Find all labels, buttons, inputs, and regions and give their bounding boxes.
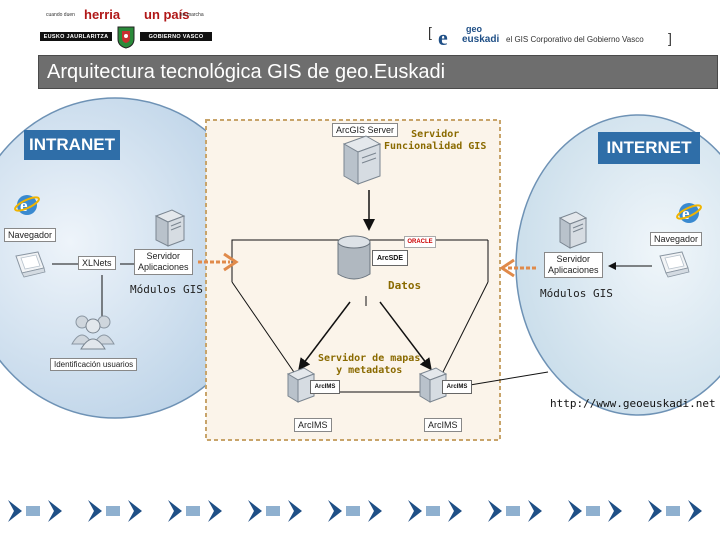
geoeuskadi-logo-icon: e [438, 24, 466, 50]
link-right-diag [439, 281, 489, 379]
map-server-label: Servidor de mapas y metadatos [318, 353, 421, 376]
server-icon-intranet [152, 208, 186, 248]
ie-icon-internet: e [676, 200, 702, 226]
internet-modules-label: Módulos GIS [540, 287, 613, 300]
geo-logo-bottom: euskadi [462, 34, 500, 45]
server-icon-internet [556, 210, 588, 250]
internet-title: INTERNET [606, 138, 692, 157]
ie-icon-intranet: e [14, 192, 40, 218]
gov-bar-right: GOBIERNO VASCO [140, 32, 212, 41]
arcims-left-label: ArcIMS [294, 418, 332, 432]
arcims-tag-left: ArcIMS [310, 380, 340, 394]
gov-bar-left: EUSKO JAURLARITZA [40, 32, 112, 41]
arcsde-box: ArcSDE [372, 250, 408, 266]
internet-zone [515, 114, 720, 416]
tagline: el GIS Corporativo del Gobierno Vasco [506, 35, 644, 44]
coat-of-arms-icon [116, 25, 136, 49]
link-left-top [231, 239, 236, 282]
server-icon-functional [340, 134, 384, 186]
intranet-title-box: INTRANET [24, 130, 120, 160]
monitor-icon-intranet [12, 250, 48, 278]
svg-text:e: e [20, 196, 28, 215]
arcims-tag-right: ArcIMS [442, 380, 472, 394]
xlnets-label: XLNets [78, 256, 116, 270]
intranet-modules-label: Módulos GIS [130, 283, 203, 296]
users-icon [70, 312, 116, 350]
arcims-right-label: ArcIMS [424, 418, 462, 432]
intranet-title: INTRANET [29, 135, 115, 154]
internet-title-box: INTERNET [598, 132, 700, 164]
svg-text:e: e [682, 204, 690, 223]
monitor-icon-internet [656, 250, 692, 278]
svg-text:e: e [438, 25, 448, 48]
arcsde-label: ArcSDE [376, 254, 404, 262]
arrow-to-internet [499, 258, 536, 278]
arcims-tag-left-label: ArcIMS [314, 384, 336, 390]
data-label: Datos [388, 279, 422, 292]
arrow-to-intranet [198, 252, 239, 272]
bracket-left: [ [428, 24, 432, 40]
gov-right-label: GOBIERNO VASCO [148, 33, 204, 40]
intranet-browser-label: Navegador [4, 228, 57, 242]
intranet-appserver-label: Servidor Aplicaciones [134, 249, 193, 275]
slogan-left: cuando duen [46, 12, 75, 18]
users-label: Identificación usuarios [50, 358, 138, 371]
slogan-right: en marcha [180, 12, 204, 18]
oracle-label: ORACLE [407, 239, 433, 245]
page-title-bar: Arquitectura tecnológica GIS de geo.Eusk… [38, 55, 718, 89]
internet-url-link[interactable]: http://www.geoeuskadi.net [550, 397, 716, 410]
geo-logo-top: geo [466, 24, 483, 34]
bottom-decoration [8, 500, 702, 522]
gov-left-label: EUSKO JAURLARITZA [43, 33, 109, 40]
bracket-right: ] [668, 30, 672, 46]
internet-browser-label: Navegador [650, 232, 703, 246]
header: cuando duen herria un país en marcha EUS… [0, 0, 720, 52]
internet-appserver-label: Servidor Aplicaciones [544, 252, 603, 278]
link-left-diag [231, 281, 299, 379]
brand-unpais: un país [144, 7, 190, 22]
brand-herria: herria [84, 7, 121, 22]
oracle-logo: ORACLE [404, 236, 436, 248]
page-title: Arquitectura tecnológica GIS de geo.Eusk… [47, 60, 446, 83]
functional-server-label: Servidor Funcionalidad GIS [384, 129, 487, 152]
database-icon [336, 234, 372, 282]
arcims-tag-right-label: ArcIMS [446, 384, 468, 390]
link-map-left [298, 301, 351, 371]
link-map-right [379, 301, 432, 371]
